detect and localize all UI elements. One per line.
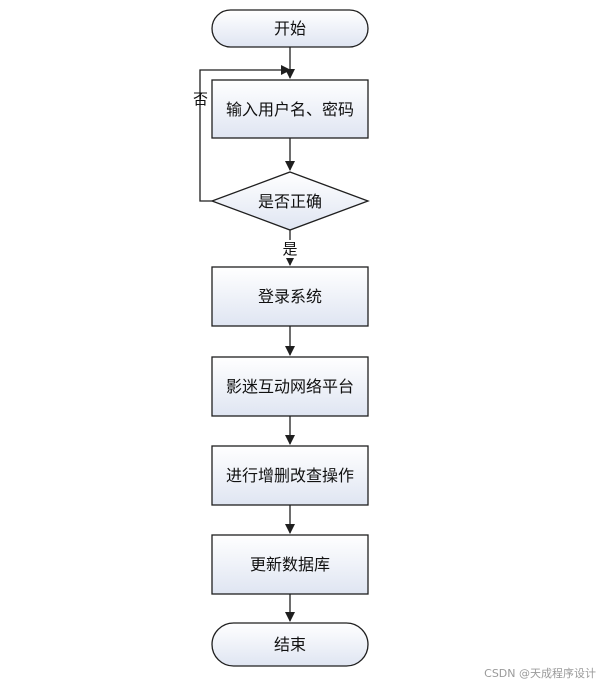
update-db-label: 更新数据库: [250, 555, 330, 574]
yes-edge-label: 是: [282, 240, 297, 258]
arrow-no-loop: [199, 65, 291, 202]
login-label: 登录系统: [258, 287, 322, 306]
check-decision-label: 是否正确: [258, 192, 322, 211]
start-label: 开始: [274, 19, 306, 38]
yes-label-bg: [282, 240, 300, 258]
check-decision-node: 是否正确: [210, 171, 370, 231]
end-node: 结束: [211, 622, 369, 667]
end-label: 结束: [274, 635, 306, 654]
no-edge-label: 否: [193, 90, 208, 108]
platform-label: 影迷互动网络平台: [226, 377, 354, 396]
watermark: CSDN @天成程序设计: [484, 667, 596, 680]
input-credentials-label: 输入用户名、密码: [226, 100, 354, 119]
crud-label: 进行增删改查操作: [226, 466, 354, 485]
input-credentials-node: 输入用户名、密码: [211, 79, 369, 139]
crud-node: 进行增删改查操作: [211, 445, 369, 506]
start-node: 开始: [211, 9, 369, 48]
update-db-node: 更新数据库: [211, 534, 369, 595]
login-node: 登录系统: [211, 266, 369, 327]
platform-node: 影迷互动网络平台: [211, 356, 369, 417]
